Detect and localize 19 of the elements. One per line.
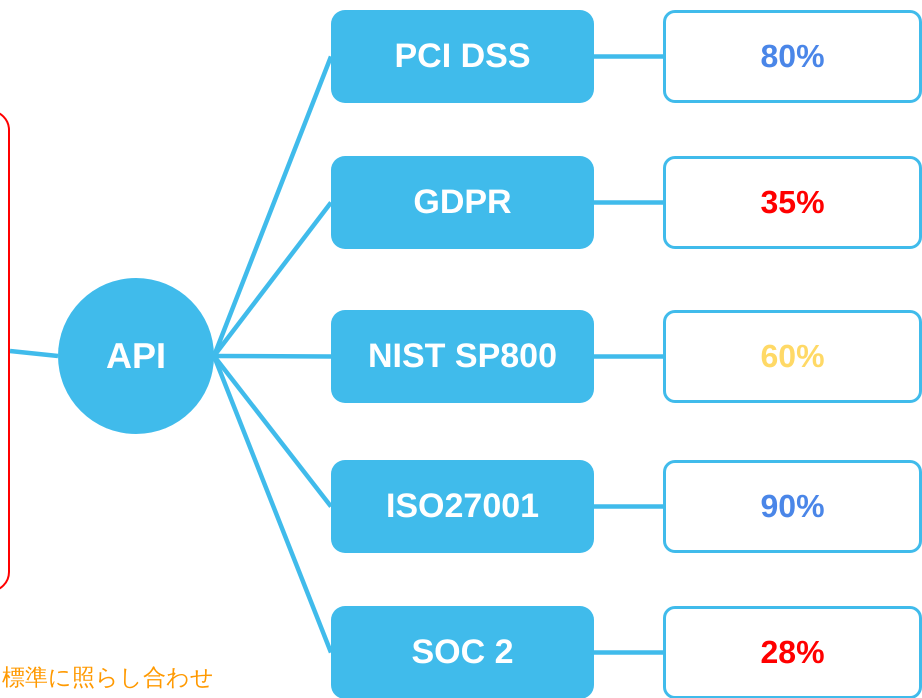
- standard-box: GDPR: [331, 156, 594, 249]
- score-box: 60%: [663, 310, 922, 403]
- connector-line: [594, 650, 663, 655]
- connector-line: [594, 354, 663, 359]
- standard-box: ISO27001: [331, 460, 594, 553]
- standard-box: NIST SP800: [331, 310, 594, 403]
- standard-box: PCI DSS: [331, 10, 594, 103]
- score-box: 80%: [663, 10, 922, 103]
- note-text: 標準に照らし合わせ: [2, 664, 214, 693]
- connector-line: [214, 354, 331, 359]
- score-box: 35%: [663, 156, 922, 249]
- score-box: 90%: [663, 460, 922, 553]
- connector-line: [594, 504, 663, 509]
- connector-line: [594, 200, 663, 205]
- connector-line: [10, 348, 58, 358]
- api-circle: API: [58, 278, 214, 434]
- standard-box: SOC 2: [331, 606, 594, 698]
- connector-line: [594, 54, 663, 59]
- score-box: 28%: [663, 606, 922, 698]
